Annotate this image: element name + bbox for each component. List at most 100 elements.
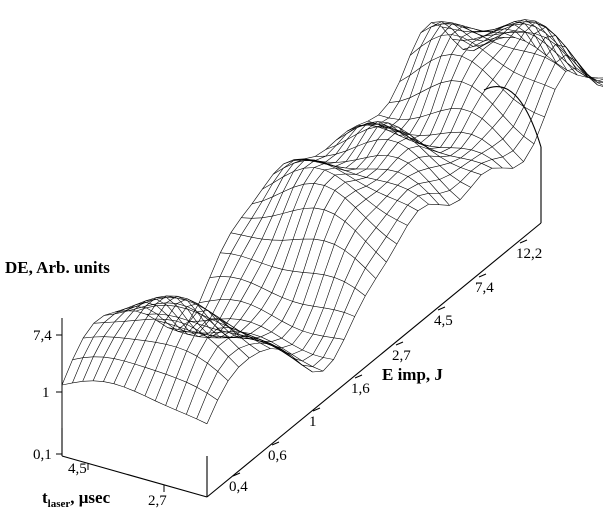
mesh-line [196,418,208,425]
mesh-line [334,277,345,282]
mesh-line [471,134,483,140]
mesh-line [420,60,431,69]
mesh-line [270,343,282,350]
mesh-line [418,155,430,158]
mesh-line [419,60,431,93]
mesh-line [354,258,366,269]
mesh-line [113,358,125,362]
mesh-line [261,292,273,310]
mesh-line [312,357,324,367]
mesh-line [398,130,409,134]
mesh-line [355,185,367,191]
y-axis: 4,5 2,7 [68,461,167,509]
mesh-line [524,21,536,23]
mesh-line [93,322,105,324]
mesh-line [314,163,325,168]
mesh-line [556,52,567,63]
mesh-line [534,20,547,34]
mesh-line [250,304,262,310]
mesh-line [240,259,252,280]
mesh-line [251,200,263,219]
mesh-line [291,330,303,345]
mesh-line [134,319,146,340]
mesh-line [259,348,271,353]
mesh-line [196,318,209,331]
mesh-line [481,138,493,148]
mesh-line [440,54,452,57]
mesh-line [282,210,294,241]
mesh-line [409,67,421,76]
mesh-line [124,308,136,322]
mesh-line [355,157,368,170]
mesh-line [323,214,335,241]
mesh-line [440,34,452,57]
mesh-line [566,53,578,66]
mesh-line [281,337,293,345]
mesh-line [304,156,316,160]
mesh-line [399,55,411,82]
mesh-line [378,114,389,119]
mesh-line [251,238,263,260]
mesh-line [525,31,536,37]
mesh-line [460,170,472,183]
mesh-line [312,370,324,373]
mesh-line [333,339,345,360]
mesh-line [175,382,187,411]
mesh-line [376,181,388,192]
z-axis-title: DE, Arb. units [5,258,110,277]
mesh-line [533,116,545,145]
mesh-line [292,326,303,332]
mesh-line [220,252,231,254]
mesh-line [387,181,398,186]
mesh-line [227,366,239,381]
mesh-line [450,108,462,133]
mesh-line [333,281,345,310]
mesh-line [491,159,503,169]
mesh-line [524,50,535,54]
mesh-line [334,173,346,176]
mesh-line [502,150,514,158]
mesh-line [524,33,536,52]
mesh-line [335,139,347,155]
mesh-line [197,312,209,328]
mesh-line [513,106,525,127]
mesh-line [461,31,473,38]
mesh-line [408,148,419,158]
mesh-line [387,157,399,170]
mesh-line [259,342,271,349]
mesh-line [314,160,326,163]
x-tick-label: 0,6 [268,448,287,464]
mesh-line [462,39,474,41]
mesh-line [471,85,483,95]
mesh-line [502,71,514,90]
surface-mesh [61,19,603,425]
mesh-line [460,134,472,149]
mesh-line [481,103,493,119]
mesh-line [554,71,566,90]
mesh-line [449,174,461,183]
mesh-line [376,191,388,197]
mesh-line [355,190,367,200]
mesh-line [175,350,187,379]
mesh-line [313,185,325,209]
mesh-line [576,64,588,76]
mesh-line [334,213,346,222]
mesh-line [376,179,388,183]
mesh-line [555,62,566,72]
mesh-line [124,304,136,310]
mesh-line [345,168,357,171]
mesh-line [312,366,324,372]
x-tick [395,341,404,346]
mesh-line [145,318,156,320]
mesh-line [439,165,451,175]
mesh-line [429,148,441,154]
mesh-line [229,278,242,300]
mesh-line [577,74,588,78]
mesh-line [439,162,451,166]
base-front-bottom-edge [61,455,208,498]
mesh-line [230,217,242,233]
mesh-line [156,295,167,298]
mesh-line [378,124,389,129]
mesh-line [312,307,324,335]
